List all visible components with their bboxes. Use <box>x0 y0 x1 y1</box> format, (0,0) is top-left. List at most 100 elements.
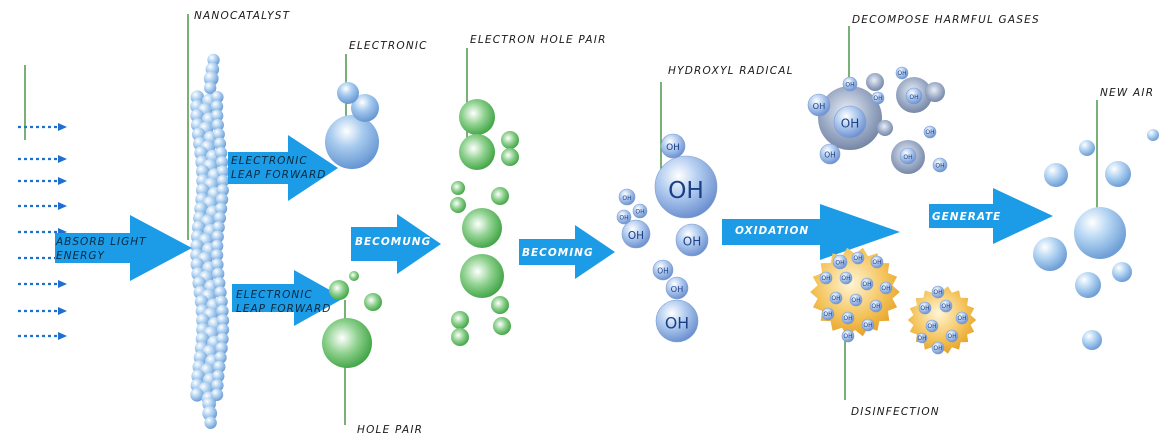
label-new-air: NEW AIR <box>1100 87 1155 99</box>
dotted-ray-head-1 <box>58 155 67 163</box>
oh-bubble-bacteria-3 <box>819 271 833 285</box>
dotted-ray-head-6 <box>58 280 67 288</box>
oh-label-bacteria-3: OH <box>821 275 830 282</box>
arrow-label-leap-bottom: ELECTRONIC LEAP FORWARD <box>236 288 331 316</box>
oh-bubble-bacteria-6 <box>879 281 893 295</box>
electron-hole-pairs <box>450 99 519 346</box>
oh-bubble-bacteria-5 <box>860 277 874 291</box>
nano-bubble-27 <box>215 156 229 169</box>
oh-bubble-bacteria-0 <box>832 254 848 270</box>
oh-bubble-bacteria-18 <box>925 319 939 333</box>
dotted-ray-head-3 <box>58 202 67 210</box>
nano-bubble-100 <box>190 388 204 402</box>
oh-label-hydroxyl-1: OH <box>666 143 680 153</box>
pair-bubble-10 <box>451 328 469 346</box>
pair-bubble-4 <box>501 131 519 149</box>
oh-bubble-gases-4 <box>905 87 923 105</box>
arrow-oxidation <box>722 204 900 260</box>
oh-bubble-gases-9 <box>871 91 885 105</box>
pair-bubble-11 <box>491 296 509 314</box>
gas-particle-5 <box>877 120 893 136</box>
oh-bubble-bacteria-15 <box>918 301 932 315</box>
oh-bubble-hydroxyl-3 <box>621 219 651 249</box>
arrow-becomung <box>351 214 441 274</box>
oh-label-bacteria-13: OH <box>843 333 852 340</box>
nano-bubble-96 <box>211 370 225 383</box>
oh-bubble-hydroxyl-7 <box>665 276 689 300</box>
oh-label-bacteria-8: OH <box>851 297 860 304</box>
arrow-label-leap-top: ELECTRONIC LEAP FORWARD <box>231 154 326 182</box>
oh-label-gases-1: OH <box>813 101 826 111</box>
nano-bubble-15 <box>211 118 224 132</box>
hole-small-a <box>364 293 382 311</box>
nano-bubble-84 <box>216 332 229 346</box>
oh-bubble-bacteria-13 <box>841 329 855 343</box>
new-air-bubble-7 <box>1112 262 1132 282</box>
new-air-bubble-5 <box>1147 129 1159 141</box>
oh-label-gases-3: OH <box>845 81 854 88</box>
oh-bubble-bacteria-2 <box>870 255 884 269</box>
oh-label-bacteria-18: OH <box>927 323 936 330</box>
process-arrows <box>55 135 1053 326</box>
new-air-bubble-3 <box>1044 163 1068 187</box>
gas-particle-4 <box>925 82 945 102</box>
nano-bubble-93 <box>213 360 226 374</box>
arrow-label-absorb-line1: ABSORB LIGHT <box>56 236 147 248</box>
oh-bubble-bacteria-8 <box>849 293 863 307</box>
oh-bubble-bacteria-1 <box>851 251 865 265</box>
oh-label-hydroxyl-3: OH <box>628 230 644 242</box>
nano-bubble-78 <box>216 314 230 327</box>
arrow-label-absorb: ABSORB LIGHT ENERGY <box>56 235 147 263</box>
oh-label-bacteria-10: OH <box>823 311 832 318</box>
oh-label-hydroxyl-7: OH <box>671 284 684 294</box>
nano-bubble-57 <box>210 249 224 262</box>
oh-label-gases-2: OH <box>824 151 836 160</box>
nano-bubble-9 <box>210 100 224 113</box>
dotted-ray-head-8 <box>58 332 67 340</box>
oh-label-hydroxyl-0: OH <box>668 177 704 204</box>
oh-bubble-gases-2 <box>819 143 841 165</box>
pair-bubble-2 <box>462 208 502 248</box>
nano-bubble-60 <box>211 258 224 271</box>
nano-bubble-33 <box>216 174 230 188</box>
arrow-leap-top <box>228 135 338 201</box>
nano-bubble-30 <box>216 165 229 178</box>
oh-label-gases-4: OH <box>909 94 918 101</box>
nano-bubble-105 <box>204 416 217 429</box>
oh-label-gases-0: OH <box>841 117 859 131</box>
oh-label-bacteria-1: OH <box>853 255 862 262</box>
oh-bubble-hydroxyl-1 <box>660 133 686 159</box>
arrow-label-oxidation: OXIDATION <box>735 225 810 237</box>
new-air-bubble-6 <box>1075 272 1101 298</box>
nano-bubble-75 <box>216 304 229 318</box>
oh-bubble-bacteria-4 <box>839 271 853 285</box>
pair-bubble-0 <box>459 99 495 135</box>
electron-bubbles <box>322 82 382 368</box>
oh-bubble-gases-3 <box>842 76 858 92</box>
electron-small <box>337 82 359 104</box>
oh-bubble-bacteria-16 <box>939 299 953 313</box>
oh-label-hydroxyl-5: OH <box>635 208 644 215</box>
oh-bubble-bacteria-19 <box>945 329 959 343</box>
label-decompose: DECOMPOSE HARMFUL GASES <box>852 14 1040 26</box>
pair-bubble-3 <box>460 254 504 298</box>
oh-label-hydroxyl-9: OH <box>619 214 628 221</box>
oh-bubble-bacteria-9 <box>869 299 883 313</box>
oh-label-gases-9: OH <box>873 95 882 102</box>
oh-label-bacteria-14: OH <box>933 289 942 296</box>
nano-bubble-36 <box>216 184 229 197</box>
arrow-label-becoming: BECOMING <box>522 247 594 259</box>
oh-label-bacteria-15: OH <box>920 305 929 312</box>
new-air-bubble-2 <box>1105 161 1131 187</box>
new-air-bubble-4 <box>1079 140 1095 156</box>
nano-bubble-21 <box>213 137 227 150</box>
arrow-label-absorb-line2: ENERGY <box>56 250 105 262</box>
dotted-ray-head-0 <box>58 123 67 131</box>
oh-bubble-hydroxyl-9 <box>616 209 632 225</box>
label-hole-pair: HOLE PAIR <box>357 424 424 436</box>
nano-bubble-99 <box>211 379 224 392</box>
nano-bubble-42 <box>214 202 228 215</box>
